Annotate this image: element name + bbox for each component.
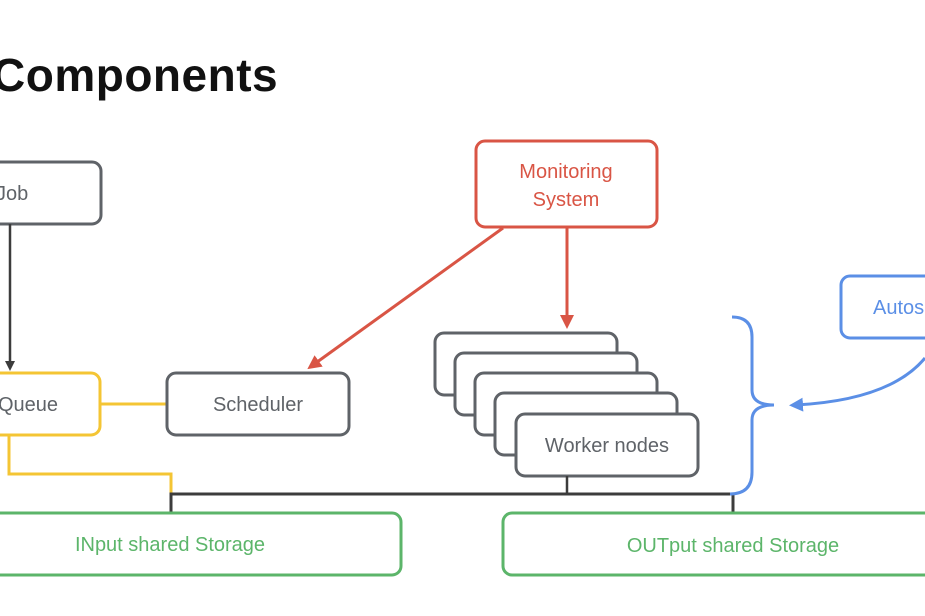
worker-nodes-label: Worker nodes: [545, 435, 669, 457]
input-storage-box: [0, 511, 403, 577]
autoscaler-to-workers-arrow: [789, 357, 925, 412]
input-storage-label: INput shared Storage: [75, 534, 265, 556]
autoscaler-node: Autos: [839, 274, 925, 340]
monitoring-system-node: Monitoring System: [474, 139, 659, 229]
worker-nodes-stack: Worker nodes: [433, 331, 700, 478]
input-storage-node: INput shared Storage: [0, 511, 403, 577]
storage-bus-line: [169, 492, 735, 513]
queue-node: Queue: [0, 371, 102, 437]
queue-label: Queue: [0, 394, 58, 416]
output-storage-label: OUTput shared Storage: [627, 535, 839, 557]
monitoring-to-scheduler-arrow: [307, 226, 504, 370]
job-label: Job: [0, 183, 28, 205]
monitoring-label-line2: System: [533, 189, 600, 211]
autoscaler-label: Autos: [873, 297, 924, 319]
output-storage-node: OUTput shared Storage: [501, 511, 925, 577]
job-node: Job: [0, 160, 103, 226]
worker-group-bracket: [729, 315, 775, 496]
scheduler-label: Scheduler: [213, 394, 303, 416]
scheduler-node: Scheduler: [165, 371, 351, 437]
scheduler-box: [165, 371, 351, 437]
output-storage-box: [501, 511, 925, 577]
monitoring-box: [474, 139, 659, 229]
worker-node-card-front: [514, 412, 700, 478]
autoscaler-box: [839, 274, 925, 340]
queue-storage-link: [7, 435, 173, 494]
slide-title: Components: [0, 49, 279, 101]
monitoring-label-line1: Monitoring: [519, 161, 612, 183]
job-box: [0, 160, 103, 226]
